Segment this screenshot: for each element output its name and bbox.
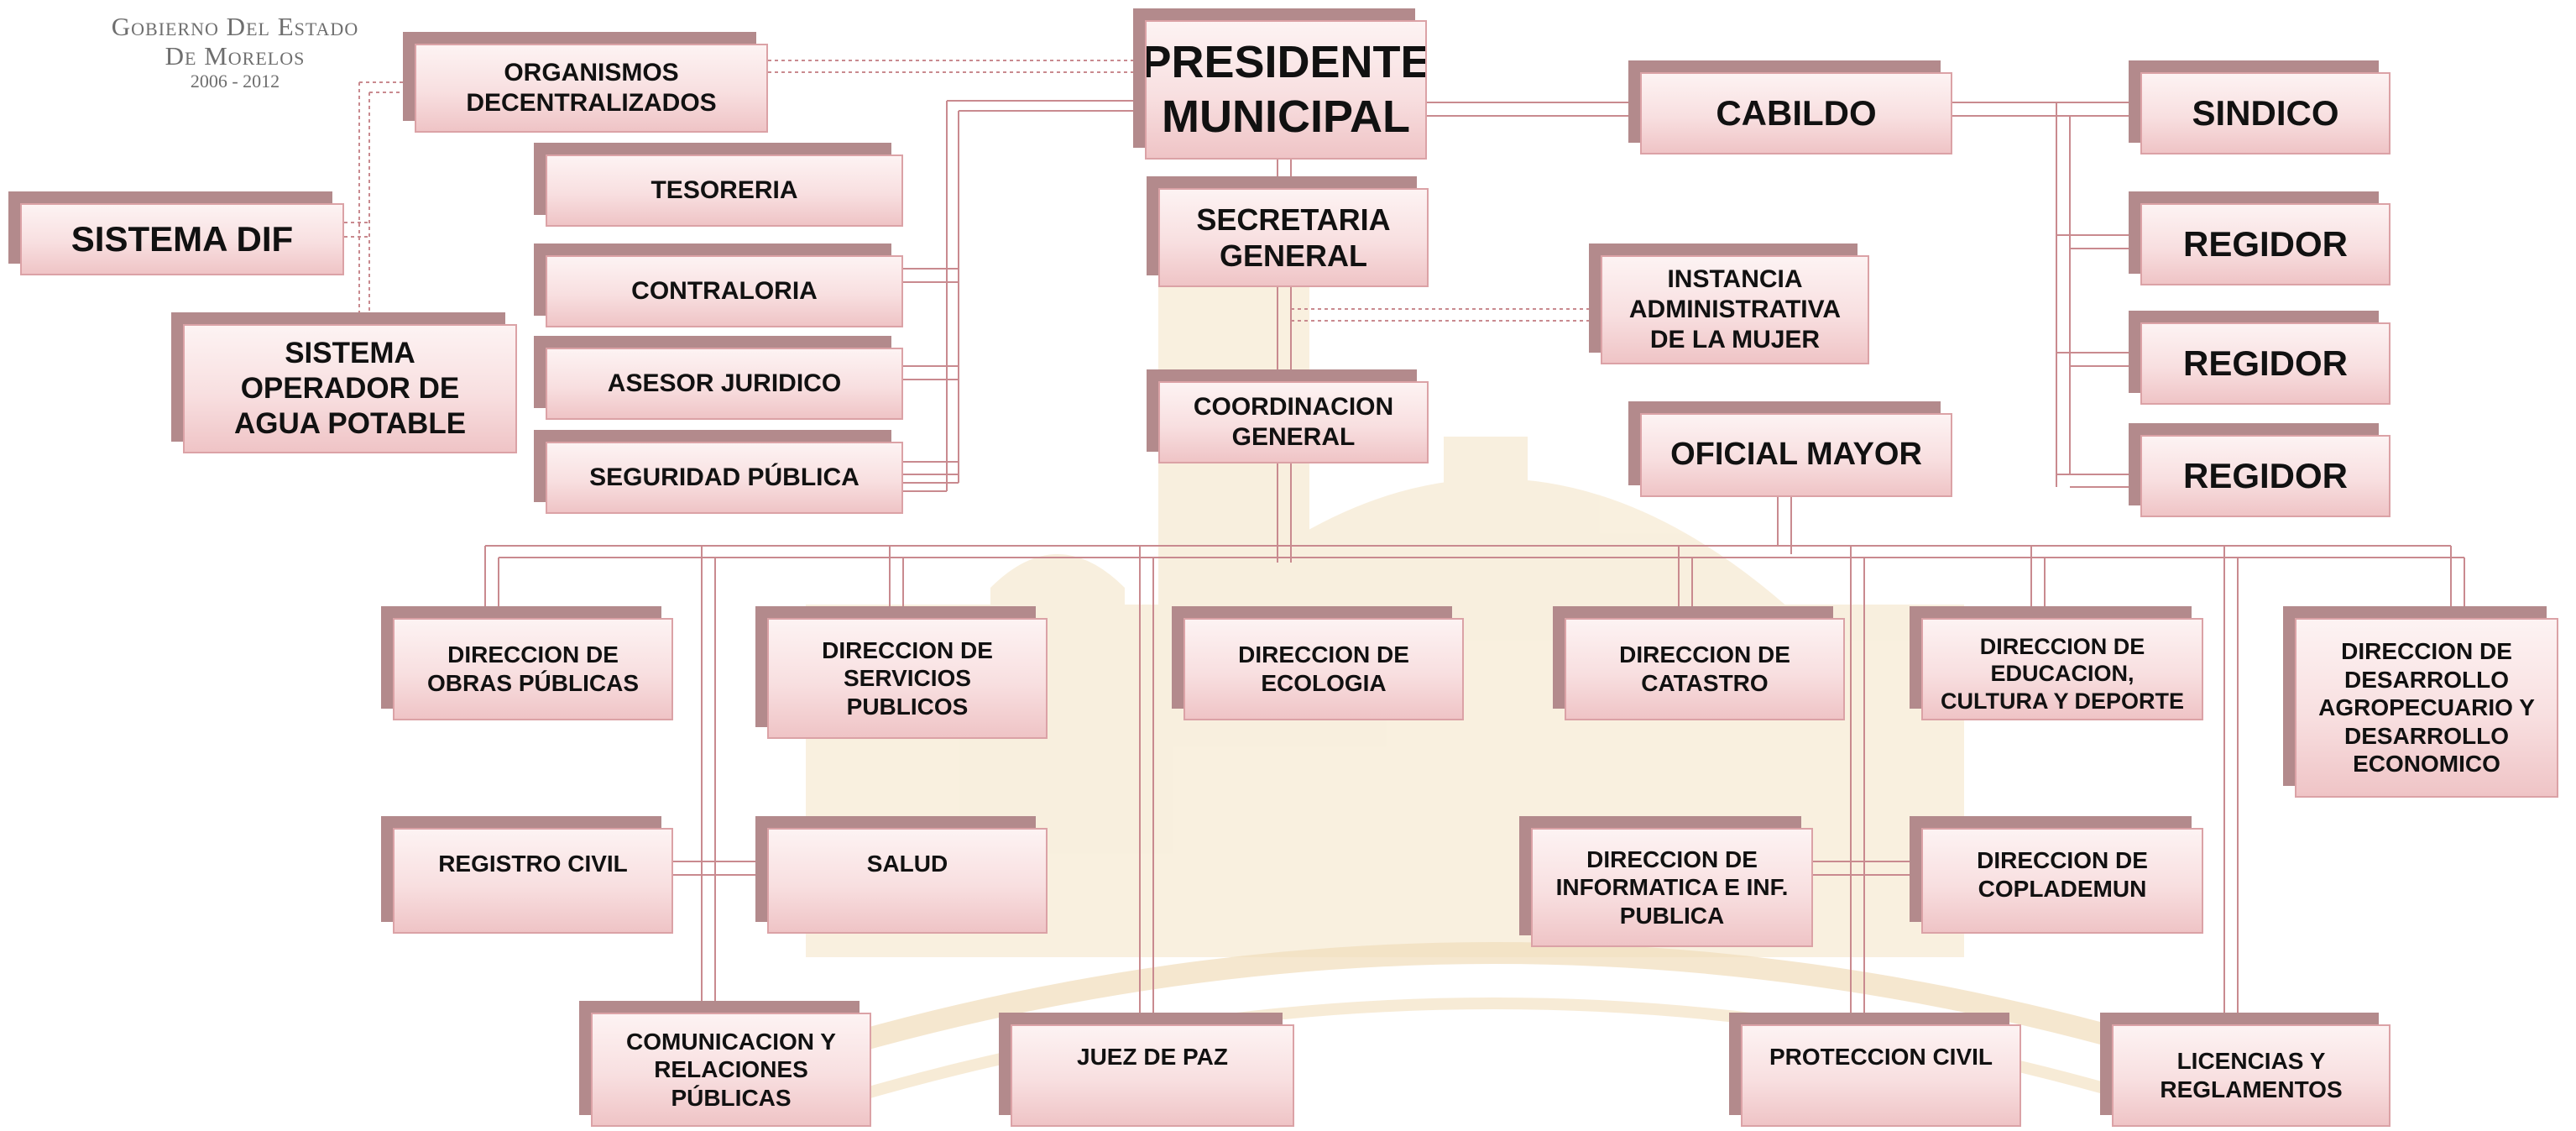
node-licencias-reglamentos-label: LICENCIAS Y REGLAMENTOS bbox=[2112, 1024, 2391, 1127]
node-direccion-servicios-publicos: DIRECCION DE SERVICIOS PUBLICOS bbox=[755, 606, 1048, 739]
node-oficial-mayor: OFICIAL MAYOR bbox=[1628, 401, 1952, 497]
node-presidente-municipal-label: PRESIDENTE MUNICIPAL bbox=[1145, 20, 1427, 160]
node-direccion-coplademun: DIRECCION DE COPLADEMUN bbox=[1910, 816, 2203, 934]
node-direccion-educacion-label: DIRECCION DE EDUCACION, CULTURA Y DEPORT… bbox=[1921, 618, 2203, 720]
node-direccion-obras-publicas-label: DIRECCION DE OBRAS PÚBLICAS bbox=[393, 618, 673, 720]
node-salud: SALUD bbox=[755, 816, 1048, 934]
header-line-3: 2006 - 2012 bbox=[190, 71, 280, 92]
node-direccion-obras-publicas: DIRECCION DE OBRAS PÚBLICAS bbox=[381, 606, 673, 720]
node-contraloria: CONTRALORIA bbox=[534, 243, 903, 327]
node-direccion-coplademun-label: DIRECCION DE COPLADEMUN bbox=[1921, 828, 2203, 934]
node-licencias-reglamentos: LICENCIAS Y REGLAMENTOS bbox=[2100, 1013, 2391, 1127]
node-direccion-desarrollo-agropecuario: DIRECCION DE DESARROLLO AGROPECUARIO Y D… bbox=[2283, 606, 2558, 798]
node-direccion-ecologia-label: DIRECCION DE ECOLOGIA bbox=[1183, 618, 1464, 720]
node-secretaria-general-label: SECRETARIA GENERAL bbox=[1158, 188, 1429, 287]
node-direccion-educacion: DIRECCION DE EDUCACION, CULTURA Y DEPORT… bbox=[1910, 606, 2203, 720]
node-presidente-municipal: PRESIDENTE MUNICIPAL bbox=[1133, 8, 1427, 160]
node-regidor-3: REGIDOR bbox=[2129, 423, 2391, 517]
node-regidor-1: REGIDOR bbox=[2129, 191, 2391, 285]
node-instancia-mujer-label: INSTANCIA ADMINISTRATIVA DE LA MUJER bbox=[1601, 255, 1869, 364]
node-seguridad-publica-label: SEGURIDAD PÚBLICA bbox=[546, 442, 903, 514]
node-tesoreria-label: TESORERIA bbox=[546, 154, 903, 227]
node-salud-label: SALUD bbox=[767, 828, 1048, 934]
node-registro-civil-label: REGISTRO CIVIL bbox=[393, 828, 673, 934]
node-sindico: SINDICO bbox=[2129, 60, 2391, 154]
node-secretaria-general: SECRETARIA GENERAL bbox=[1147, 176, 1429, 287]
header-line-1: Gobierno Del Estado bbox=[111, 12, 359, 41]
header-line-2: De Morelos bbox=[165, 41, 306, 71]
node-tesoreria: TESORERIA bbox=[534, 143, 903, 227]
node-proteccion-civil: PROTECCION CIVIL bbox=[1729, 1013, 2021, 1127]
node-direccion-servicios-publicos-label: DIRECCION DE SERVICIOS PUBLICOS bbox=[767, 618, 1048, 739]
node-regidor-3-label: REGIDOR bbox=[2140, 435, 2391, 517]
node-cabildo-label: CABILDO bbox=[1640, 72, 1952, 154]
node-asesor-juridico-label: ASESOR JURIDICO bbox=[546, 348, 903, 420]
government-header: Gobierno Del Estado De Morelos 2006 - 20… bbox=[80, 12, 390, 92]
node-regidor-2: REGIDOR bbox=[2129, 311, 2391, 405]
node-sistema-dif-label: SISTEMA DIF bbox=[20, 203, 344, 275]
node-registro-civil: REGISTRO CIVIL bbox=[381, 816, 673, 934]
node-proteccion-civil-label: PROTECCION CIVIL bbox=[1741, 1024, 2021, 1127]
node-organismos-decentralizados: ORGANISMOS DECENTRALIZADOS bbox=[403, 32, 768, 133]
node-instancia-mujer: INSTANCIA ADMINISTRATIVA DE LA MUJER bbox=[1589, 243, 1869, 364]
node-asesor-juridico: ASESOR JURIDICO bbox=[534, 336, 903, 420]
node-direccion-desarrollo-agropecuario-label: DIRECCION DE DESARROLLO AGROPECUARIO Y D… bbox=[2295, 618, 2558, 798]
node-contraloria-label: CONTRALORIA bbox=[546, 255, 903, 327]
node-seguridad-publica: SEGURIDAD PÚBLICA bbox=[534, 430, 903, 514]
node-cabildo: CABILDO bbox=[1628, 60, 1952, 154]
node-organismos-decentralizados-label: ORGANISMOS DECENTRALIZADOS bbox=[415, 44, 768, 133]
node-sistema-operador-agua: SISTEMA OPERADOR DE AGUA POTABLE bbox=[171, 312, 517, 453]
node-sistema-operador-agua-label: SISTEMA OPERADOR DE AGUA POTABLE bbox=[183, 324, 517, 453]
node-sindico-label: SINDICO bbox=[2140, 72, 2391, 154]
node-direccion-informatica-label: DIRECCION DE INFORMATICA E INF. PUBLICA bbox=[1531, 828, 1813, 947]
node-direccion-catastro-label: DIRECCION DE CATASTRO bbox=[1565, 618, 1845, 720]
node-regidor-2-label: REGIDOR bbox=[2140, 322, 2391, 405]
node-coordinacion-general: COORDINACION GENERAL bbox=[1147, 369, 1429, 463]
node-comunicacion-relaciones-publicas: COMUNICACION Y RELACIONES PÚBLICAS bbox=[579, 1001, 871, 1127]
node-sistema-dif: SISTEMA DIF bbox=[8, 191, 344, 275]
node-regidor-1-label: REGIDOR bbox=[2140, 203, 2391, 285]
node-juez-de-paz: JUEZ DE PAZ bbox=[999, 1013, 1294, 1127]
node-comunicacion-relaciones-publicas-label: COMUNICACION Y RELACIONES PÚBLICAS bbox=[591, 1013, 871, 1127]
node-direccion-informatica: DIRECCION DE INFORMATICA E INF. PUBLICA bbox=[1519, 816, 1813, 947]
node-juez-de-paz-label: JUEZ DE PAZ bbox=[1011, 1024, 1294, 1127]
node-direccion-catastro: DIRECCION DE CATASTRO bbox=[1553, 606, 1845, 720]
node-coordinacion-general-label: COORDINACION GENERAL bbox=[1158, 381, 1429, 463]
node-direccion-ecologia: DIRECCION DE ECOLOGIA bbox=[1172, 606, 1464, 720]
node-oficial-mayor-label: OFICIAL MAYOR bbox=[1640, 413, 1952, 497]
